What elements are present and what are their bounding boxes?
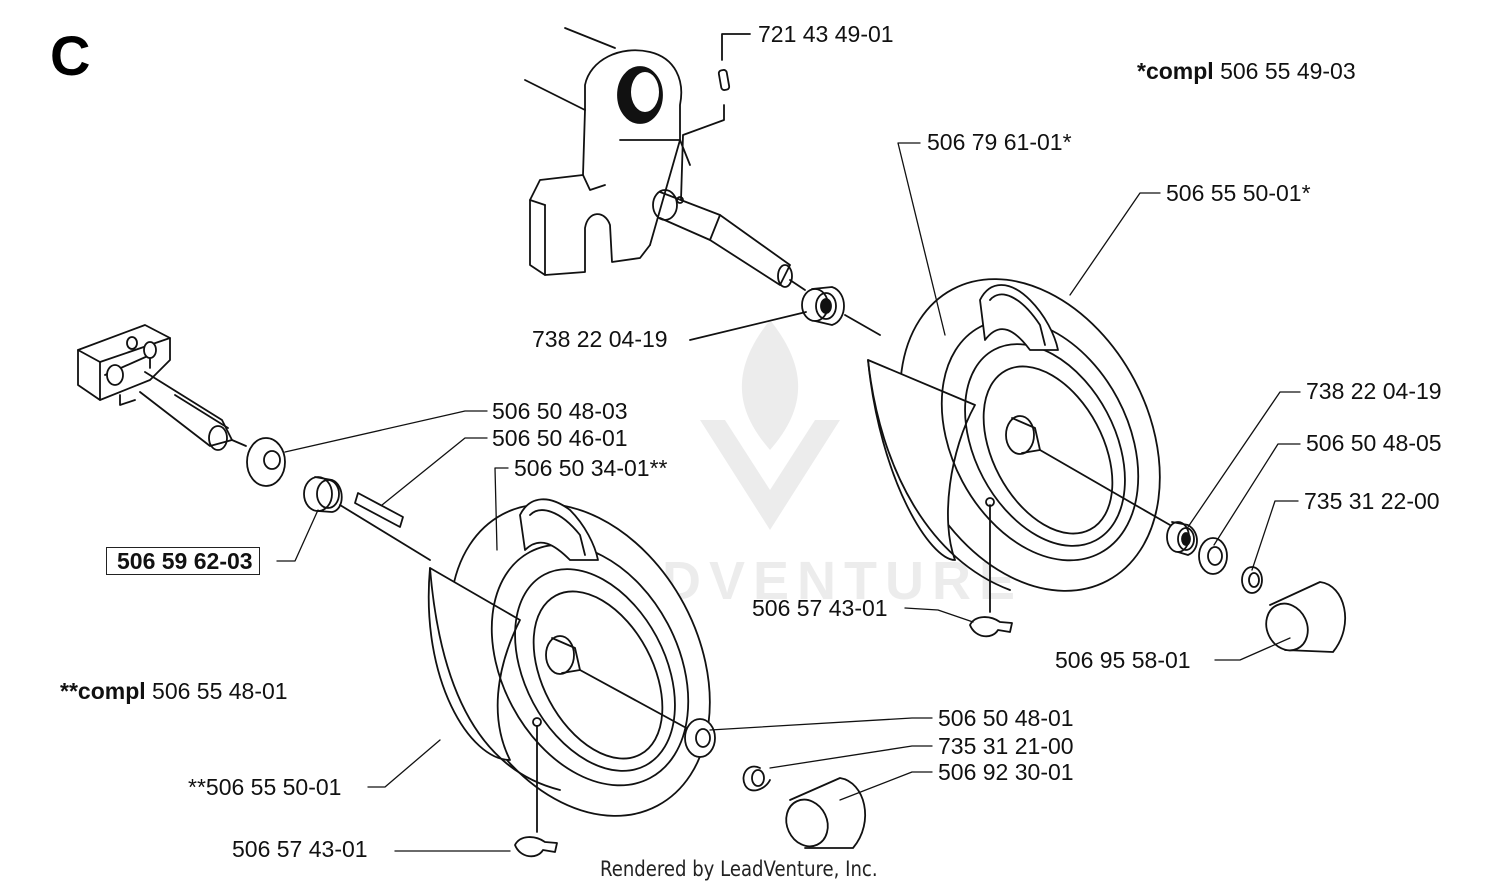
washer-506-50-48-05 <box>1199 538 1227 574</box>
callout-506-95-58-01[interactable]: 506 95 58-01 <box>1055 647 1191 673</box>
bearing-upper <box>690 287 880 340</box>
bushing-506-59-62-03 <box>304 477 342 512</box>
right-axle-line <box>1040 450 1170 525</box>
section-letter: C <box>50 24 91 87</box>
callout-506-79-61-01[interactable]: 506 79 61-01* <box>927 129 1072 155</box>
callout-738-22-04-19-right[interactable]: 738 22 04-19 <box>1306 378 1442 404</box>
washer-506-50-48-03 <box>247 438 285 486</box>
callout-506-59-62-03[interactable]: 506 59 62-03 <box>106 547 260 575</box>
valve-stem-right <box>970 505 1012 636</box>
callout-506-50-46-01[interactable]: 506 50 46-01 <box>492 425 628 451</box>
callout-735-31-22-00[interactable]: 735 31 22-00 <box>1304 488 1440 514</box>
callout-506-55-50-01-dstar[interactable]: **506 55 50-01 <box>188 774 342 800</box>
kit-note-star: *compl 506 55 49-03 <box>1137 60 1356 83</box>
callout-506-50-48-01[interactable]: 506 50 48-01 <box>938 705 1074 731</box>
callout-506-57-43-01-left[interactable]: 506 57 43-01 <box>232 836 368 862</box>
upper-axle-shaft <box>653 190 805 290</box>
left-outer-axle-line <box>580 670 690 730</box>
callout-506-50-48-03[interactable]: 506 50 48-03 <box>492 398 628 424</box>
steering-knuckle <box>78 325 246 450</box>
washer-506-50-48-01 <box>685 719 715 757</box>
kit-note-star-prefix: *compl <box>1137 58 1214 84</box>
callout-506-50-48-05[interactable]: 506 50 48-05 <box>1306 430 1442 456</box>
hubcap-506-92-30-01 <box>779 778 865 853</box>
callout-721-43-49-01[interactable]: 721 43 49-01 <box>758 21 894 47</box>
callout-738-22-04-19-upper[interactable]: 738 22 04-19 <box>532 326 668 352</box>
render-credit: Rendered by LeadVenture, Inc. <box>600 857 878 881</box>
callout-735-31-21-00[interactable]: 735 31 21-00 <box>938 733 1074 759</box>
frame-bracket <box>525 28 690 275</box>
callout-506-92-30-01[interactable]: 506 92 30-01 <box>938 759 1074 785</box>
kit-note-double-star: **compl 506 55 48-01 <box>60 680 288 703</box>
left-axle-line <box>340 505 430 560</box>
roll-pin-721-43-49-01 <box>681 34 750 200</box>
left-wheel <box>398 459 761 861</box>
kit-note-double-star-prefix: **compl <box>60 678 146 704</box>
callout-506-55-50-01-star[interactable]: 506 55 50-01* <box>1166 180 1311 206</box>
callout-506-50-34-01[interactable]: 506 50 34-01** <box>514 455 668 481</box>
right-wheel <box>848 234 1211 636</box>
kit-note-star-number: 506 55 49-03 <box>1220 58 1356 84</box>
callout-506-57-43-01-right[interactable]: 506 57 43-01 <box>752 595 888 621</box>
bearing-right <box>1167 522 1197 555</box>
hubcap-506-95-58-01 <box>1259 582 1345 657</box>
clip-735-31-22-00 <box>1242 567 1262 593</box>
key-506-50-46-01 <box>355 493 403 527</box>
kit-note-double-star-number: 506 55 48-01 <box>152 678 288 704</box>
clip-735-31-21-00 <box>743 766 770 790</box>
valve-stem-left <box>515 726 557 856</box>
leader-lines <box>277 143 1300 851</box>
